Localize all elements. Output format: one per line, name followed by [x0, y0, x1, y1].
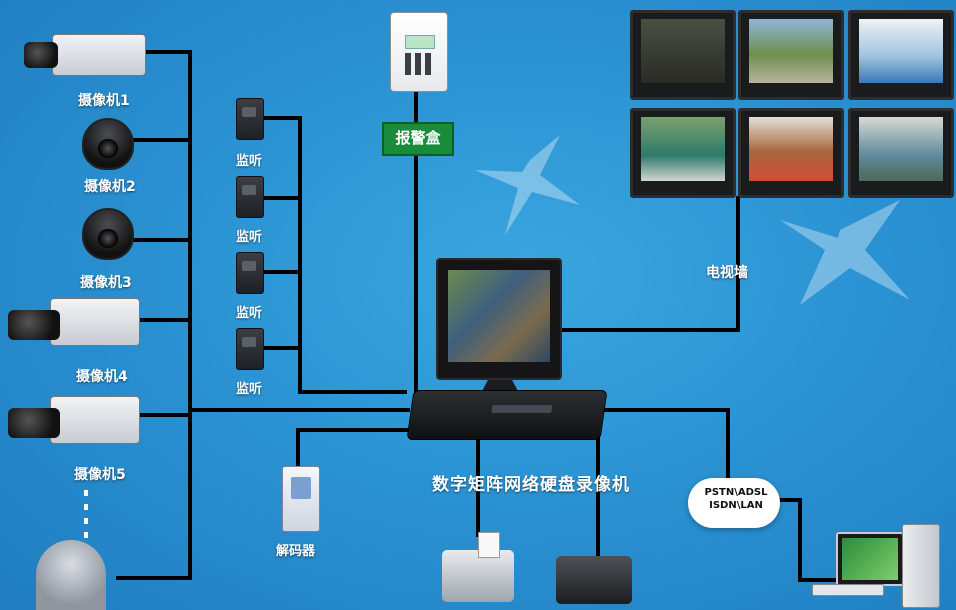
listener-1-label: 监听 — [236, 150, 262, 169]
listener-3-label: 监听 — [236, 302, 262, 321]
ptz-camera[interactable] — [36, 540, 106, 610]
camera-5-label: 摄像机5 — [74, 464, 126, 484]
alarm-box-device[interactable] — [390, 12, 448, 92]
tv-wall-label: 电视墙 — [706, 262, 748, 282]
client-pc-monitor[interactable] — [836, 532, 904, 586]
dvr-label: 数字矩阵网络硬盘录像机 — [432, 470, 630, 495]
alarm-box-label: 报警盒 — [382, 122, 454, 156]
camera-4-label: 摄像机4 — [76, 366, 128, 386]
client-pc-tower[interactable] — [902, 524, 940, 608]
listener-2-label: 监听 — [236, 226, 262, 245]
network-line-2: ISDN\LAN — [696, 499, 776, 512]
printer-2[interactable] — [556, 556, 632, 604]
printer-1[interactable] — [442, 550, 514, 602]
camera-1-label: 摄像机1 — [78, 90, 130, 110]
decoder-device[interactable] — [282, 466, 320, 532]
more-cameras-ellipsis — [84, 490, 88, 540]
listener-4-label: 监听 — [236, 378, 262, 397]
camera-2-label: 摄像机2 — [84, 176, 136, 196]
camera-3-label: 摄像机3 — [80, 272, 132, 292]
monitor[interactable] — [436, 258, 562, 380]
network-cloud-text: PSTN\ADSL ISDN\LAN — [696, 486, 776, 512]
client-pc-keyboard — [812, 584, 884, 596]
network-line-1: PSTN\ADSL — [696, 486, 776, 499]
decoder-label: 解码器 — [276, 540, 315, 559]
dvr-unit[interactable] — [406, 390, 607, 440]
